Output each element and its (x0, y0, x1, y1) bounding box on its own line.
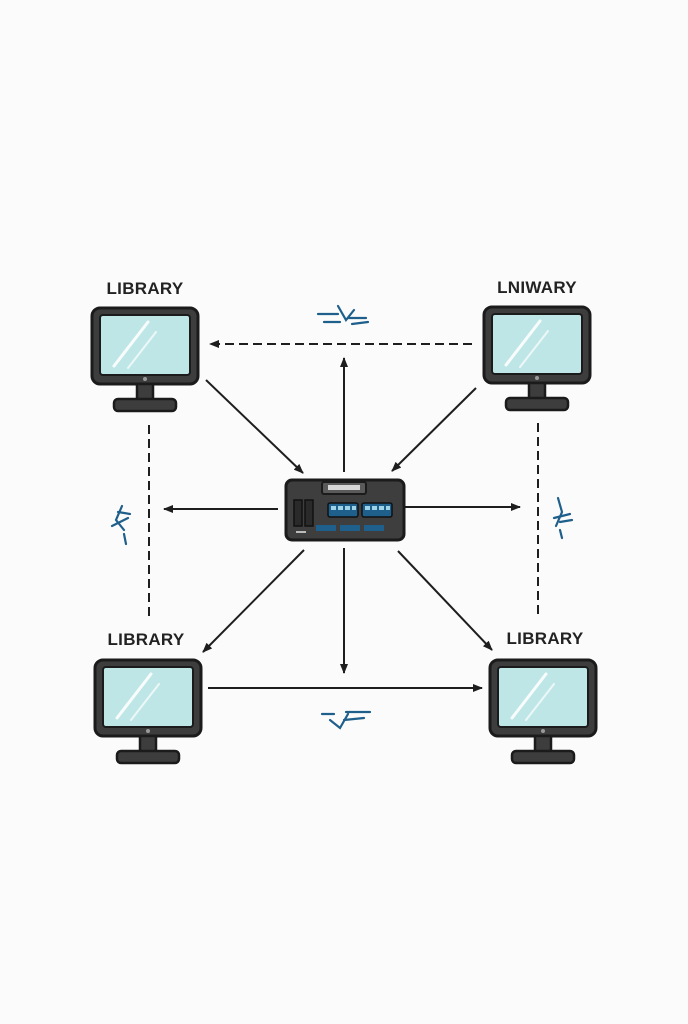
node-label: LIBRARY (107, 630, 184, 649)
node-top-left: LIBRARY (90, 279, 200, 413)
signal-marks (110, 304, 574, 730)
network-switch-icon (284, 478, 406, 542)
signal-icon-top (316, 304, 370, 326)
node-label: LIBRARY (106, 279, 183, 298)
connections (148, 340, 539, 692)
node-bottom-left: LIBRARY (93, 630, 203, 765)
monitor-icon (488, 658, 598, 765)
link-hub-to-bottom-right (397, 550, 493, 651)
monitor-icon (90, 306, 200, 413)
node-label: LIBRARY (506, 629, 583, 648)
monitor-icon (482, 305, 592, 412)
signal-icon-bottom (320, 710, 372, 730)
link-top-left-to-hub (205, 379, 304, 474)
signal-icon-left (110, 504, 132, 546)
link-top-right-to-hub (391, 387, 477, 472)
link-hub-to-bottom-left (202, 549, 305, 653)
node-bottom-right: LIBRARY (488, 629, 598, 765)
node-top-right: LNIWARY (482, 278, 592, 412)
monitor-icon (93, 658, 203, 765)
node-label: LNIWARY (497, 278, 577, 297)
signal-icon-right (552, 496, 574, 540)
